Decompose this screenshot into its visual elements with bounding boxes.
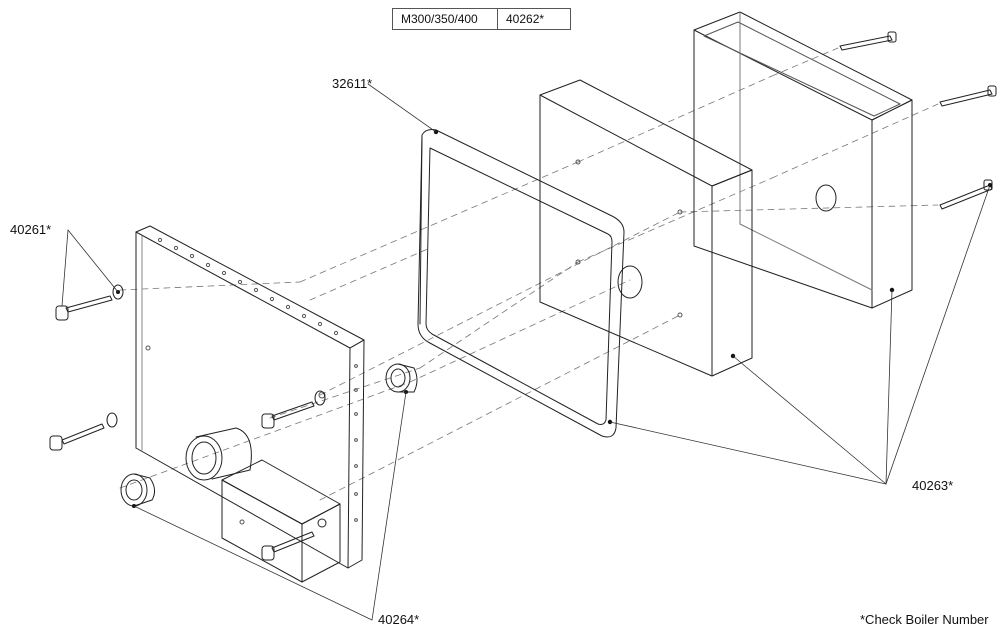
bolt — [261, 390, 326, 429]
bushing — [385, 363, 418, 394]
front-plate — [135, 225, 365, 583]
rear-frame — [693, 11, 913, 309]
bolt — [49, 412, 118, 451]
rear-bolts — [839, 31, 997, 210]
assembly-lines — [119, 47, 939, 501]
bolt — [55, 284, 124, 321]
bushings — [120, 363, 418, 508]
gasket — [417, 129, 625, 438]
model-cell: M300/350/400 — [392, 8, 498, 30]
model-part-table: M300/350/400 40262* — [392, 8, 571, 30]
callout-40261: 40261* — [10, 222, 52, 237]
callout-32611: 32611* — [332, 76, 373, 91]
middle-block — [539, 79, 753, 377]
leader-lines — [61, 83, 991, 621]
callout-40264: 40264* — [378, 612, 420, 627]
callout-40263: 40263* — [912, 478, 954, 493]
part-cell: 40262* — [497, 8, 571, 30]
check-boiler-note: *Check Boiler Number — [860, 612, 989, 627]
bushing — [120, 473, 156, 508]
front-bolts — [49, 284, 326, 561]
rear-bolt — [939, 85, 997, 107]
rear-bolt — [939, 179, 993, 210]
bolt — [261, 531, 315, 561]
rear-bolt — [839, 31, 897, 51]
